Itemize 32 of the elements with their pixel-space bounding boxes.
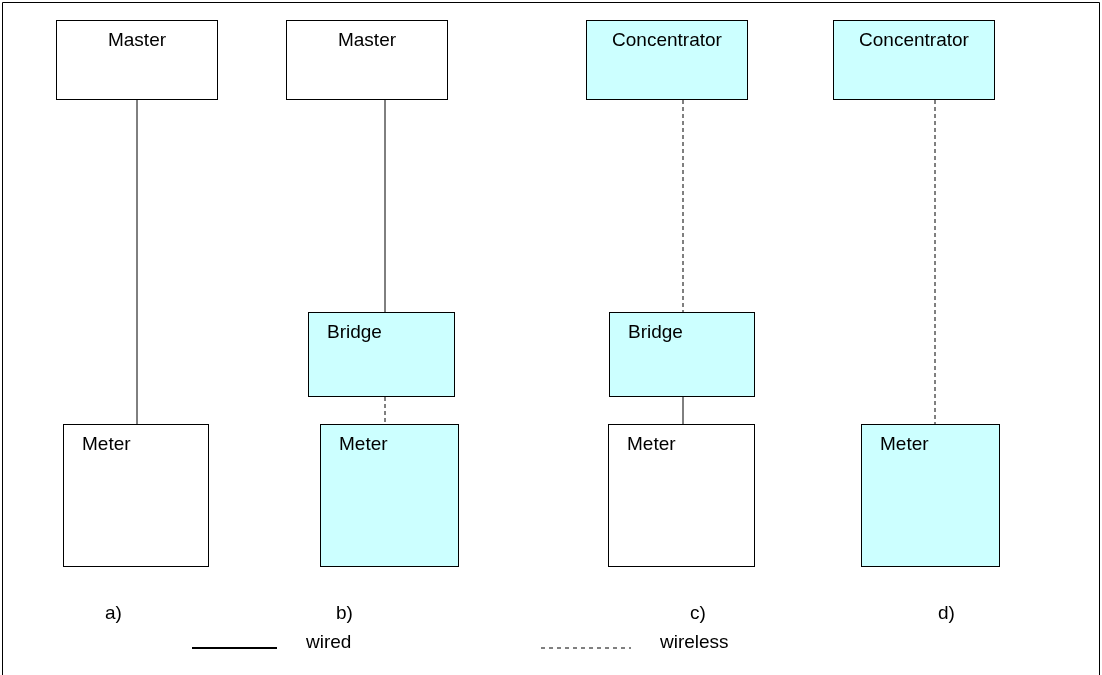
connector-line	[682, 99, 684, 313]
device-box	[286, 20, 448, 100]
node-label: Bridge	[327, 322, 382, 341]
node-label: Meter	[627, 434, 676, 453]
legend-label: wireless	[660, 632, 729, 651]
connector-line	[682, 396, 684, 425]
device-box	[609, 312, 755, 397]
connector-line	[136, 99, 138, 425]
device-box	[833, 20, 995, 100]
device-box	[56, 20, 218, 100]
node-label: Bridge	[628, 322, 683, 341]
device-box	[320, 424, 459, 567]
device-box	[586, 20, 748, 100]
device-box	[861, 424, 1000, 567]
node-label: Meter	[339, 434, 388, 453]
connector-line	[384, 99, 386, 313]
node-label: Master	[337, 30, 397, 49]
panel-label: b)	[336, 603, 353, 622]
connector-line	[384, 396, 386, 425]
node-label: Concentrator	[612, 30, 722, 49]
node-label: Meter	[82, 434, 131, 453]
device-box	[63, 424, 209, 567]
panel-label: c)	[690, 603, 706, 622]
connector-line	[934, 99, 936, 425]
node-label: Concentrator	[859, 30, 969, 49]
device-box	[308, 312, 455, 397]
panel-label: d)	[938, 603, 955, 622]
node-label: Master	[107, 30, 167, 49]
panel-label: a)	[105, 603, 122, 622]
node-label: Meter	[880, 434, 929, 453]
legend-label: wired	[306, 632, 352, 651]
device-box	[608, 424, 755, 567]
